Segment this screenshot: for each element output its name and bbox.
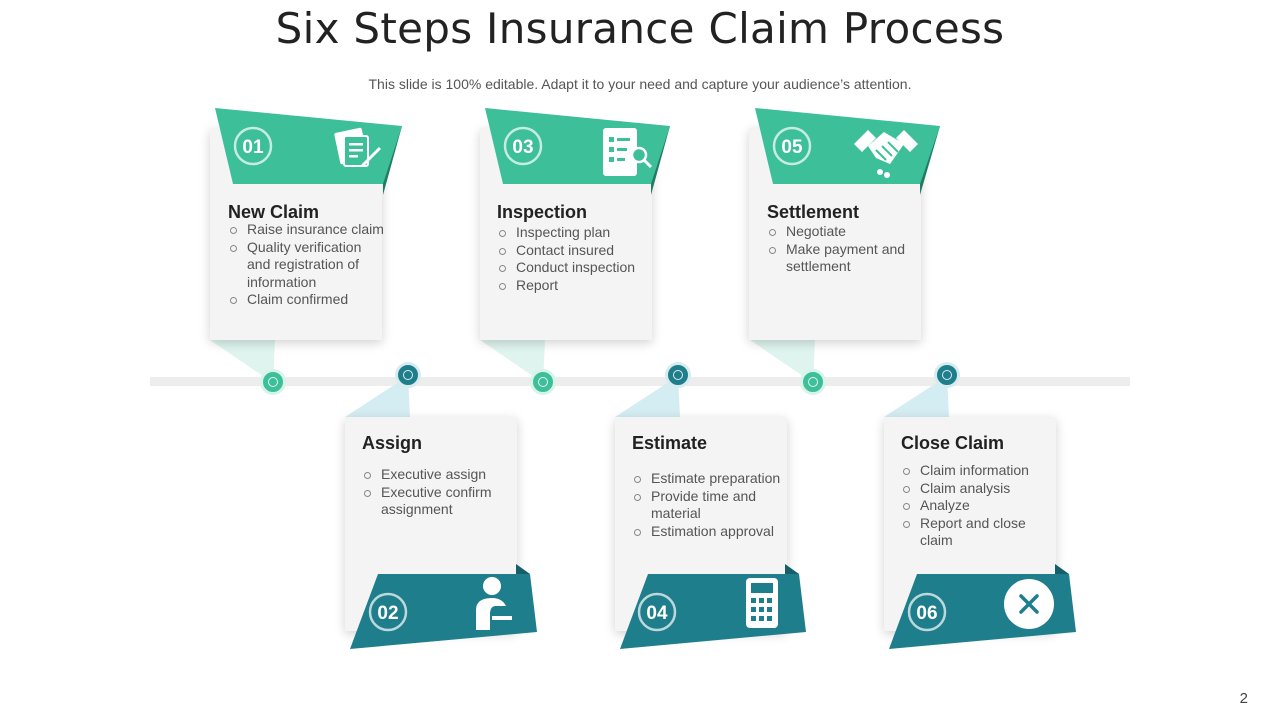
- list-item: Estimation approval: [632, 523, 792, 541]
- step-04-bullets: Estimate preparation Provide time and ma…: [632, 470, 792, 540]
- timeline-node-04: [665, 362, 691, 388]
- timeline-node-06: [934, 362, 960, 388]
- step-02-title: Assign: [362, 433, 423, 453]
- pointer-step-06: [884, 376, 949, 417]
- pointer-step-03: [480, 340, 545, 383]
- pointer-step-01: [210, 340, 275, 383]
- card-step-05: Settlement Negotiate Make payment and se…: [749, 128, 921, 340]
- list-item: Raise insurance claim: [228, 221, 388, 239]
- list-item: Claim confirmed: [228, 291, 388, 309]
- list-item: Inspecting plan: [497, 224, 647, 242]
- card-step-03: Inspection Inspecting plan Contact insur…: [480, 128, 652, 340]
- step-06-title: Close Claim: [901, 433, 1005, 453]
- card-step-06: Close Claim Claim information Claim anal…: [884, 417, 1056, 631]
- pointer-step-02: [345, 376, 410, 417]
- step-05-title: Settlement: [767, 202, 860, 222]
- list-item: Analyze: [901, 497, 1056, 515]
- list-item: Report and close claim: [901, 515, 1056, 550]
- step-02-bullets: Executive assign Executive confirm assig…: [362, 466, 512, 519]
- step-06-bullets: Claim information Claim analysis Analyze…: [901, 462, 1056, 550]
- step-03-bullets: Inspecting plan Contact insured Conduct …: [497, 224, 647, 294]
- step-01-title: New Claim: [228, 202, 320, 222]
- step-01-bullets: Raise insurance claim Quality verificati…: [228, 221, 388, 309]
- list-item: Negotiate: [767, 223, 917, 241]
- card-step-02: Assign Executive assign Executive confir…: [345, 417, 517, 631]
- page-subtitle: This slide is 100% editable. Adapt it to…: [368, 76, 912, 92]
- list-item: Make payment and settlement: [767, 241, 917, 276]
- step-05-bullets: Negotiate Make payment and settlement: [767, 223, 917, 276]
- timeline-node-05: [800, 369, 826, 395]
- card-step-01: New Claim Raise insurance claim Quality …: [210, 128, 384, 340]
- list-item: Report: [497, 277, 647, 295]
- page-number: 2: [1239, 690, 1248, 707]
- timeline-node-03: [530, 369, 556, 395]
- pointer-step-05: [750, 340, 815, 383]
- list-item: Provide time and material: [632, 488, 792, 523]
- list-item: Claim analysis: [901, 480, 1056, 498]
- timeline-node-02: [395, 362, 421, 388]
- timeline-node-01: [260, 369, 286, 395]
- list-item: Conduct inspection: [497, 259, 647, 277]
- page-title: Six Steps Insurance Claim Process: [275, 4, 1005, 53]
- step-03-title: Inspection: [497, 202, 588, 222]
- list-item: Claim information: [901, 462, 1056, 480]
- step-04-title: Estimate: [632, 433, 708, 453]
- list-item: Executive assign: [362, 466, 512, 484]
- list-item: Estimate preparation: [632, 470, 792, 488]
- list-item: Quality verification and registration of…: [228, 239, 388, 292]
- card-step-04: Estimate Estimate preparation Provide ti…: [615, 417, 787, 631]
- list-item: Contact insured: [497, 242, 647, 260]
- timeline-bar: [150, 377, 1130, 386]
- pointer-step-04: [615, 376, 680, 417]
- list-item: Executive confirm assignment: [362, 484, 512, 519]
